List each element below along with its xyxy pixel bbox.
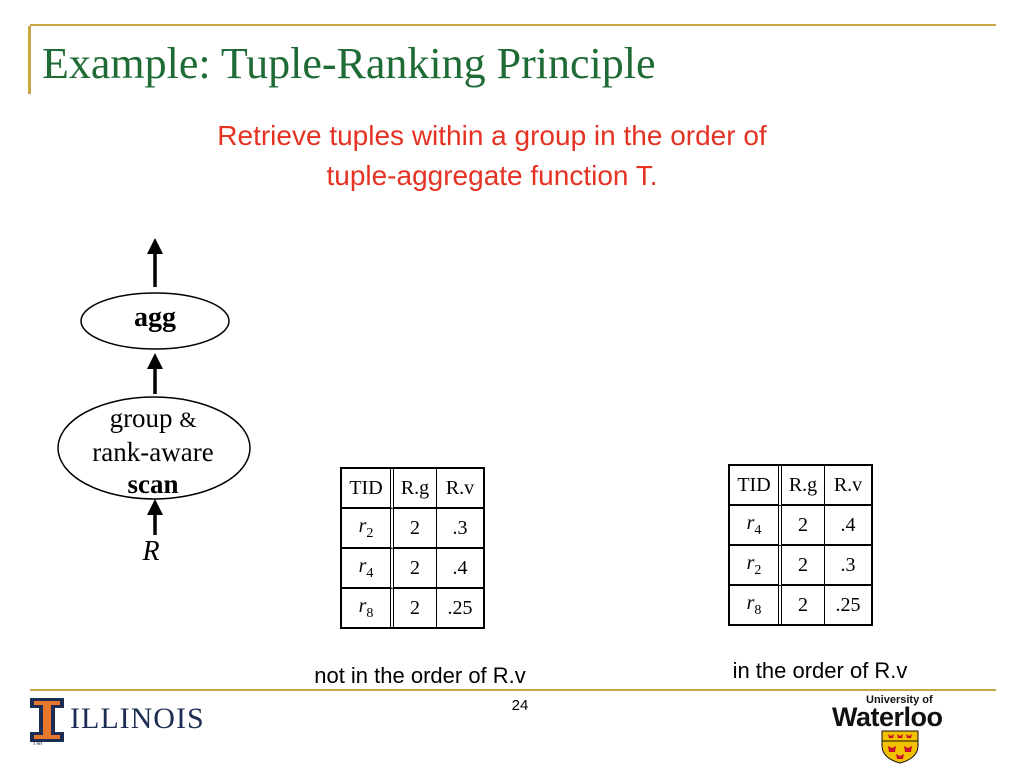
scan-operator-label: group & rank-aware scan: [58, 402, 248, 500]
subtitle-line-1: Retrieve tuples within a group in the or…: [217, 120, 767, 151]
page-number: 24: [511, 697, 529, 714]
header-rv: R.v: [825, 466, 871, 506]
caption-ordered: in the order of R.v: [732, 658, 908, 683]
relation-label: R: [142, 536, 160, 567]
table-header-row: TID R.g R.v: [342, 469, 483, 509]
agg-operator-ellipse: [80, 292, 230, 350]
header-rg: R.g: [394, 469, 437, 509]
scan-label-line-3: scan: [127, 469, 179, 499]
rg-cell: 2: [394, 589, 437, 627]
scan-label-ampersand: &: [179, 407, 197, 432]
tid-cell: r8: [342, 589, 394, 627]
table-ordered: TID R.g R.v r4 2 .4 r2 2 .3 r8 2 .25: [728, 464, 873, 626]
table-unordered: TID R.g R.v r2 2 .3 r4 2 .4 r8 2 .25: [340, 467, 485, 629]
arrow-scan-to-agg: [147, 353, 163, 394]
rv-cell: .25: [835, 593, 861, 616]
illinois-wordmark: ILLINOIS: [70, 702, 205, 735]
rg-cell: 2: [394, 509, 437, 549]
caption-unordered: not in the order of R.v: [314, 663, 526, 688]
rv-cell: .4: [825, 506, 871, 546]
table-row: r4 2 .4: [730, 506, 871, 546]
rv-cell: .4: [437, 549, 483, 589]
waterloo-wordmark: Waterloo: [832, 702, 943, 732]
table-row: r8 2 .25: [342, 589, 483, 627]
rv-cell: .25: [447, 596, 473, 619]
slide-subtitle: Retrieve tuples within a group in the or…: [92, 116, 892, 196]
header-tid: TID: [730, 466, 782, 506]
rg-cell: 2: [782, 506, 825, 546]
tid-cell: r2: [342, 509, 394, 549]
table-row: r4 2 .4: [342, 549, 483, 589]
rv-cell: .3: [825, 546, 871, 586]
table-row: r8 2 .25: [730, 586, 871, 624]
waterloo-logo: University of Waterloo: [828, 694, 968, 764]
rg-cell: 2: [782, 546, 825, 586]
tid-cell: r4: [730, 506, 782, 546]
waterloo-crest-icon: [881, 730, 919, 764]
table-header-row: TID R.g R.v: [730, 466, 871, 506]
rv-cell: .3: [437, 509, 483, 549]
illinois-block-i-icon: [30, 698, 64, 742]
scan-operator-ellipse: [57, 396, 251, 500]
table-row: r2 2 .3: [730, 546, 871, 586]
arrow-relation-to-scan: [147, 499, 163, 535]
header-rg: R.g: [782, 466, 825, 506]
tid-cell: r8: [730, 586, 782, 624]
title-accent-bar: [28, 26, 31, 94]
rg-cell: 2: [782, 586, 825, 624]
top-rule: [30, 24, 996, 26]
rg-cell: 2: [394, 549, 437, 589]
header-tid: TID: [342, 469, 394, 509]
waterloo-university-of: University of: [866, 694, 933, 706]
slide-title: Example: Tuple-Ranking Principle: [42, 39, 656, 88]
illinois-logo: ILLINOIS TM: [30, 696, 220, 752]
subtitle-line-2: tuple-aggregate function T.: [326, 160, 658, 191]
header-rv: R.v: [437, 469, 483, 509]
illinois-trademark: TM: [32, 740, 43, 747]
scan-label-line-1: group: [109, 403, 173, 433]
agg-operator-label: agg: [134, 302, 176, 333]
arrow-output: [147, 238, 163, 287]
scan-label-line-2: rank-aware: [92, 437, 214, 467]
tid-cell: r4: [342, 549, 394, 589]
bottom-rule: [30, 689, 996, 691]
table-row: r2 2 .3: [342, 509, 483, 549]
query-plan-diagram: [57, 238, 251, 535]
tid-cell: r2: [730, 546, 782, 586]
